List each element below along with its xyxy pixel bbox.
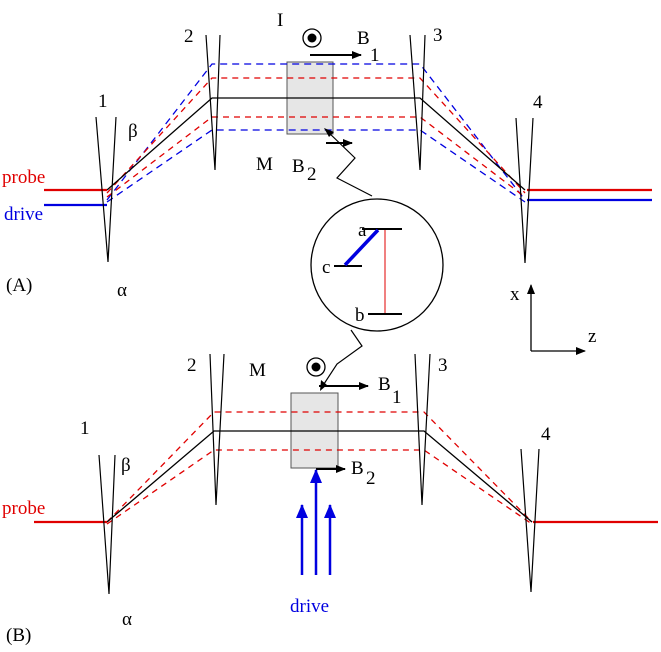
drive-transition bbox=[343, 228, 380, 267]
angle-beta-a: β bbox=[128, 121, 138, 142]
panel-a: (A) 1 2 3 4 α β probe drive I B 1 M B 2 bbox=[2, 10, 652, 301]
angle-alpha-b: α bbox=[122, 609, 132, 630]
field1-sub-b: 1 bbox=[392, 387, 402, 408]
probe-beam-upper-b bbox=[106, 411, 533, 523]
coordinate-axes: x z bbox=[510, 284, 596, 355]
field1-label-b: B bbox=[378, 374, 391, 395]
drive-beam-lower-a bbox=[106, 129, 526, 203]
field1-sub-a: 1 bbox=[370, 45, 380, 66]
field2-sub-a: 2 bbox=[307, 164, 317, 185]
level-c-label: c bbox=[322, 257, 330, 278]
beam-splitter-4-a bbox=[515, 117, 534, 264]
mirror-label-4-b: 4 bbox=[541, 424, 551, 445]
mirror-2-b bbox=[209, 353, 225, 506]
medium-label-b: M bbox=[249, 360, 266, 381]
beam-splitter-1-a bbox=[95, 116, 117, 263]
angle-beta-b: β bbox=[121, 455, 131, 476]
field1-label-a: B bbox=[357, 28, 370, 49]
zoom-circle bbox=[310, 198, 444, 332]
beam-splitter-4-b bbox=[520, 448, 540, 593]
panel-label-b: (B) bbox=[6, 625, 31, 646]
mirror-label-2-b: 2 bbox=[187, 355, 197, 376]
mirror-label-2-a: 2 bbox=[184, 26, 194, 47]
central-path-b bbox=[106, 430, 533, 523]
mirror-label-1-a: 1 bbox=[98, 91, 108, 112]
level-diagram: a c b bbox=[310, 198, 444, 332]
drive-label-b: drive bbox=[290, 596, 329, 617]
angle-alpha-a: α bbox=[117, 280, 127, 301]
probe-beam-lower-b bbox=[106, 449, 533, 525]
level-a-label: a bbox=[358, 220, 367, 241]
probe-label-a: probe bbox=[2, 167, 45, 188]
field2-label-b: B bbox=[351, 458, 364, 479]
field2-label-a: B bbox=[292, 156, 305, 177]
probe-beam-upper-a bbox=[106, 77, 526, 194]
panel-b: (B) 1 2 3 4 α β probe drive M B 1 B 2 bbox=[2, 329, 658, 646]
medium-label-a: M bbox=[256, 154, 273, 175]
drive-beam-upper-a bbox=[106, 63, 526, 201]
beam-splitter-1-b bbox=[98, 454, 116, 595]
z-axis-label: z bbox=[588, 326, 596, 347]
mirror-label-3-a: 3 bbox=[433, 25, 443, 46]
mirror-2-a bbox=[205, 34, 221, 171]
mirror-3-a bbox=[409, 34, 426, 171]
zoom-pointer-b bbox=[321, 329, 363, 388]
field2-sub-b: 2 bbox=[366, 468, 376, 489]
probe-label-b: probe bbox=[2, 498, 45, 519]
mirror-label-4-a: 4 bbox=[533, 92, 543, 113]
level-b-label: b bbox=[355, 305, 365, 326]
zoom-pointer-a bbox=[325, 129, 373, 197]
mirror-label-1-b: 1 bbox=[80, 418, 90, 439]
mirror-label-3-b: 3 bbox=[438, 355, 448, 376]
panel-label-a: (A) bbox=[6, 275, 32, 296]
x-axis-label: x bbox=[510, 284, 520, 305]
central-path-a bbox=[106, 97, 526, 191]
probe-beam-lower-a bbox=[106, 116, 526, 198]
mirror-3-b bbox=[414, 353, 431, 506]
drive-label-a: drive bbox=[4, 204, 43, 225]
current-wire-icon-b bbox=[306, 357, 326, 377]
current-label-a: I bbox=[277, 10, 283, 31]
current-wire-icon-a bbox=[302, 28, 322, 48]
